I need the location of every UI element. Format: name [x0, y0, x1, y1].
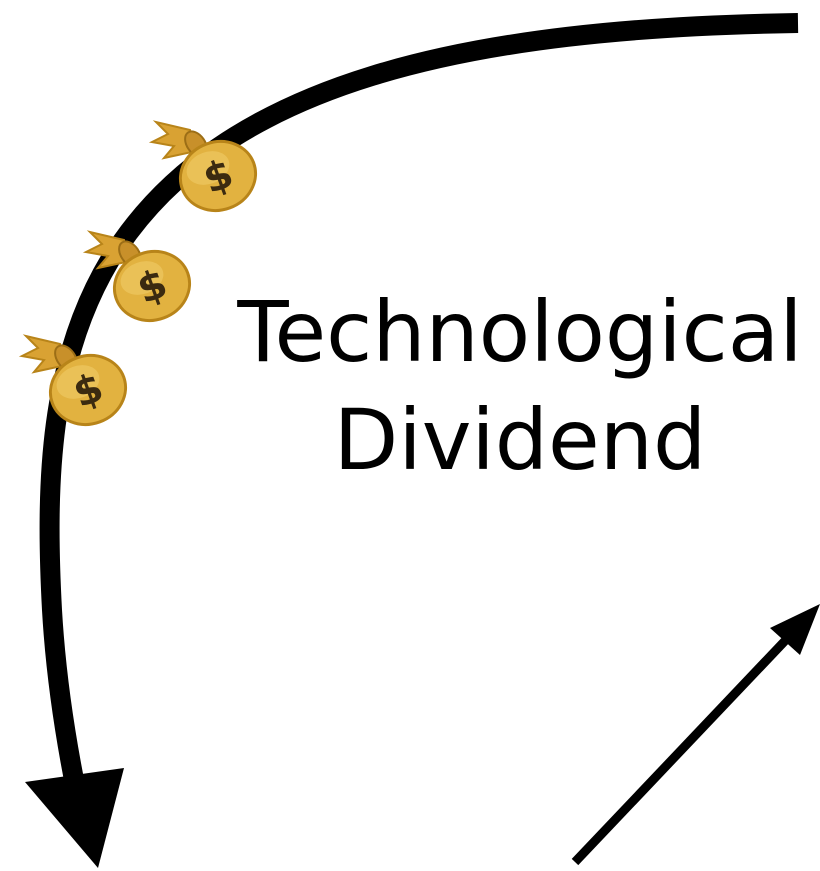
curved-arrow-head	[25, 768, 124, 868]
title-line-2: Dividend	[333, 391, 707, 489]
title-line-1: Technological	[237, 283, 803, 381]
straight-arrow-head	[770, 604, 820, 655]
curved-arrow-line	[39, 13, 799, 792]
straight-arrow-line	[571, 621, 804, 866]
title: Technological Dividend	[170, 278, 820, 494]
